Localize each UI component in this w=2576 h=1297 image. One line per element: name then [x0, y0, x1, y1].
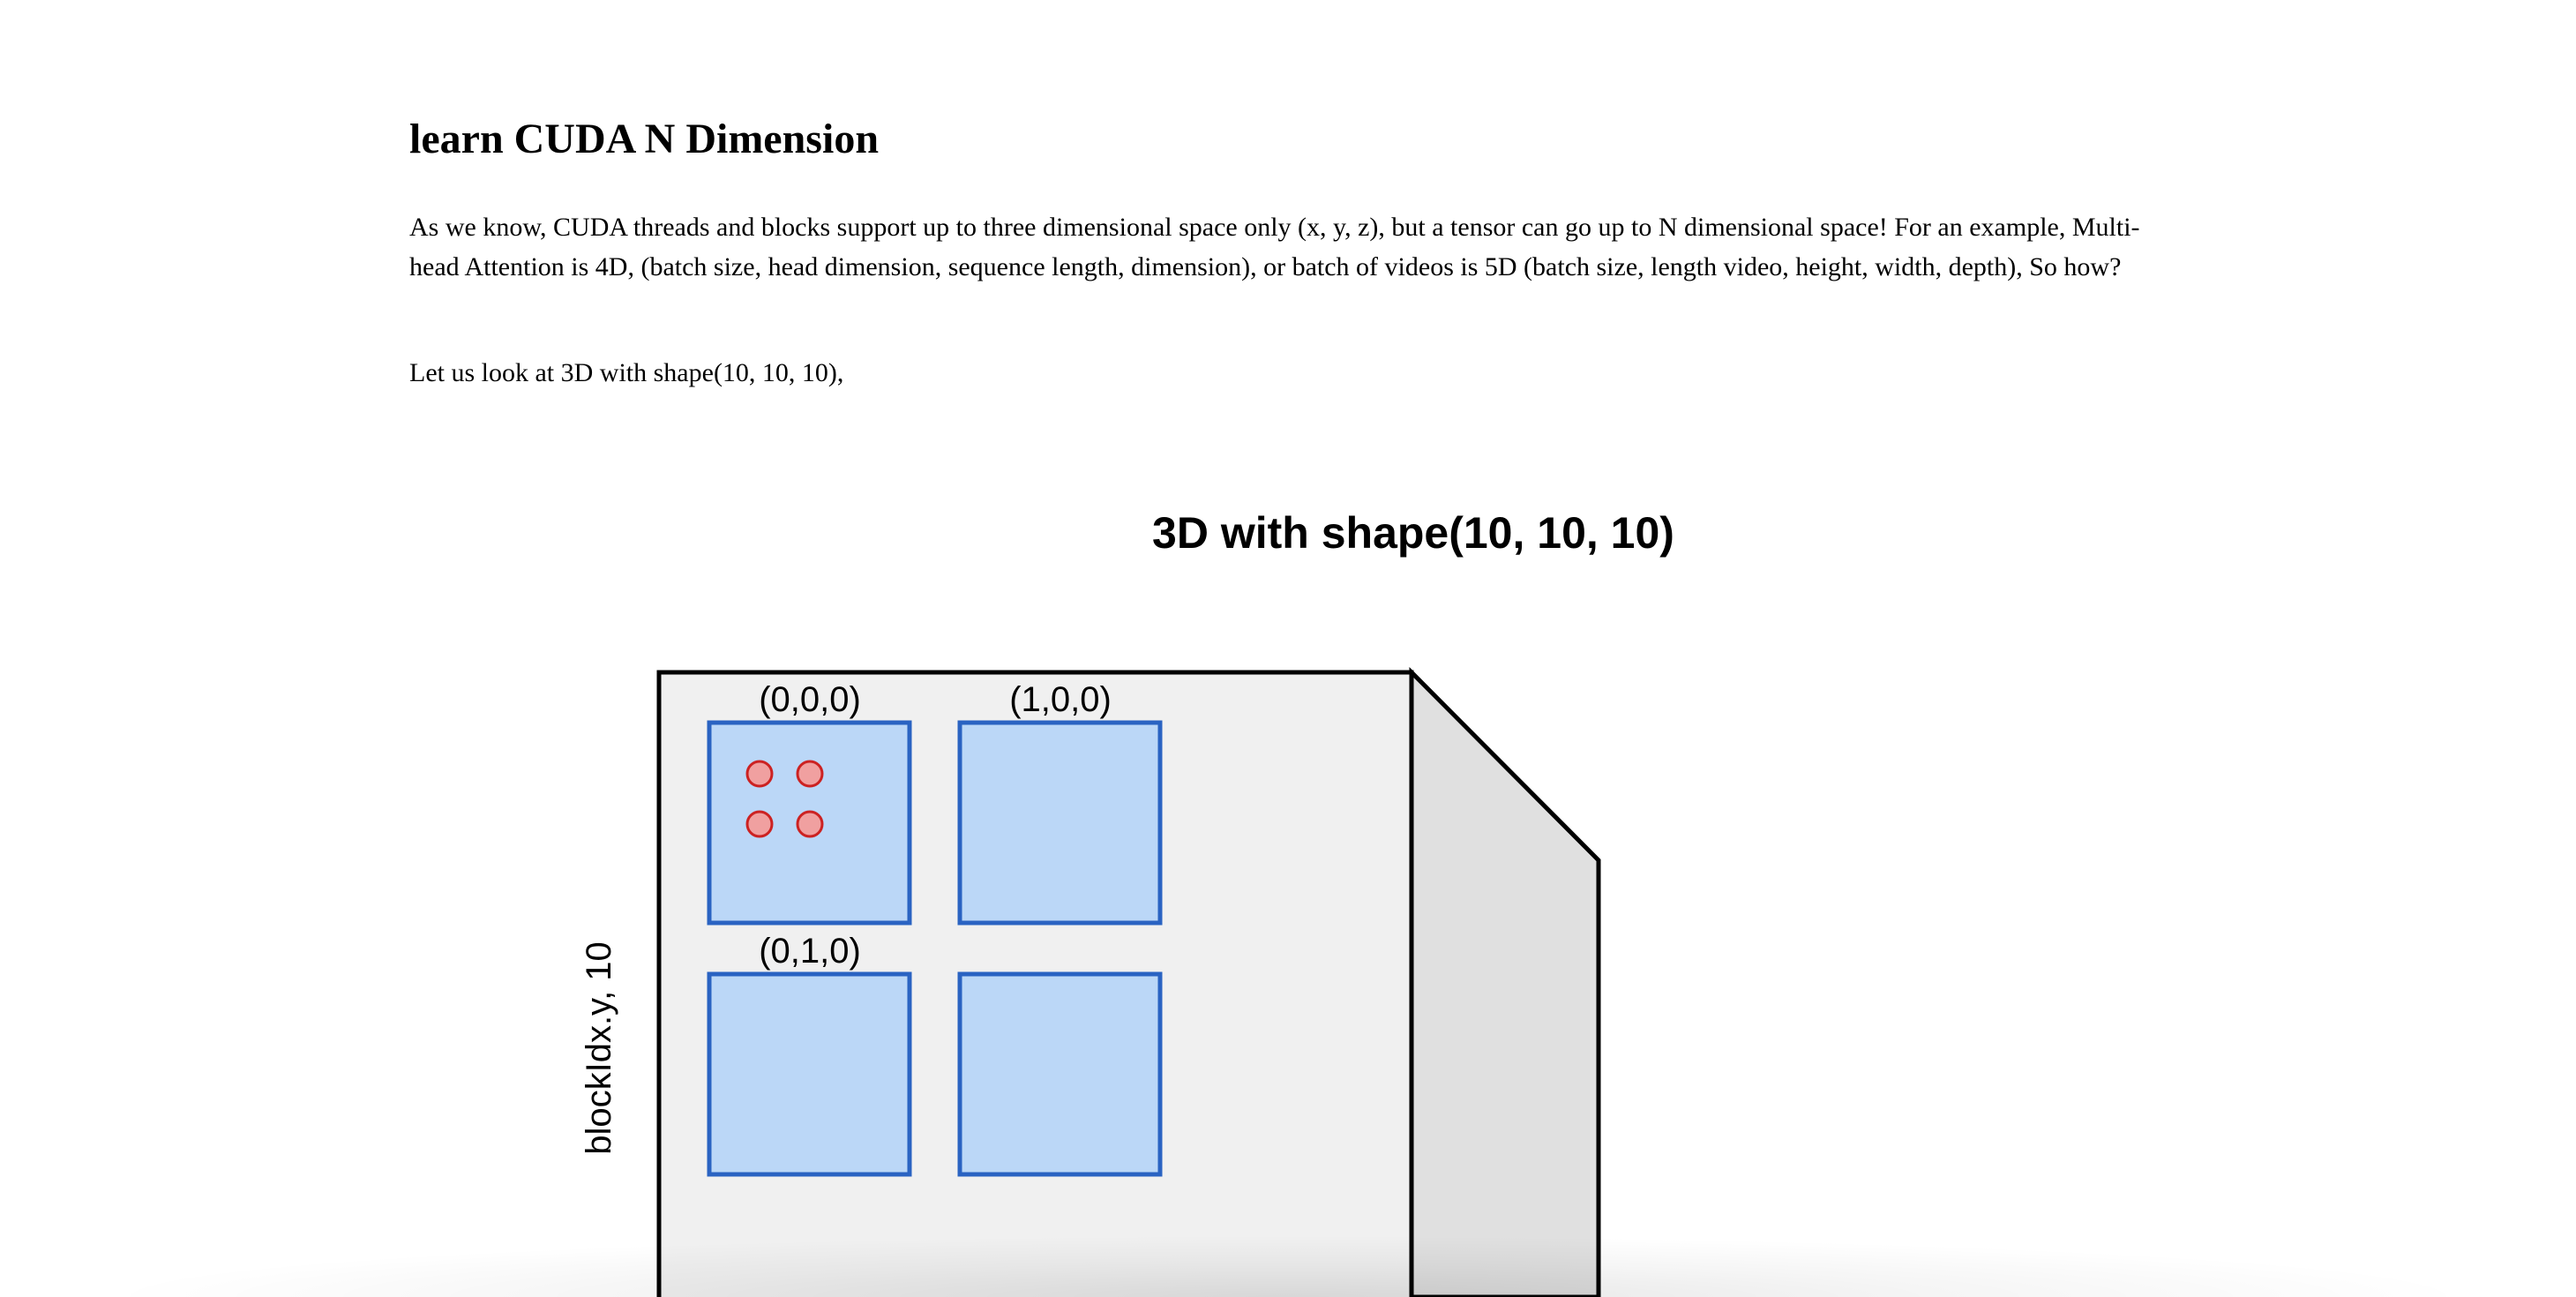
block-1-1-0 — [957, 971, 1163, 1177]
thread-dot — [796, 760, 824, 788]
figure-title: 3D with shape(10, 10, 10) — [1152, 508, 1674, 558]
bottom-shadow — [0, 1235, 2576, 1297]
cube-front-face — [656, 670, 1414, 1297]
intro-paragraph: As we know, CUDA threads and blocks supp… — [409, 213, 2140, 281]
block-0-0-0 — [707, 720, 912, 926]
page-title: learn CUDA N Dimension — [409, 116, 880, 162]
example-paragraph: Let us look at 3D with shape(10, 10, 10)… — [409, 358, 844, 387]
block-label-0-0-0: (0,0,0) — [759, 680, 861, 719]
block-label-1-0-0: (1,0,0) — [1009, 680, 1112, 719]
block-0-1-0 — [707, 971, 912, 1177]
thread-dot — [745, 760, 774, 788]
cube-side-face — [1409, 666, 1601, 1297]
thread-dot — [796, 810, 824, 838]
block-label-0-1-0: (0,1,0) — [759, 932, 861, 971]
y-axis-label: blockIdx.y, 10 — [580, 941, 618, 1155]
thread-dot — [745, 810, 774, 838]
block-1-0-0 — [957, 720, 1163, 926]
